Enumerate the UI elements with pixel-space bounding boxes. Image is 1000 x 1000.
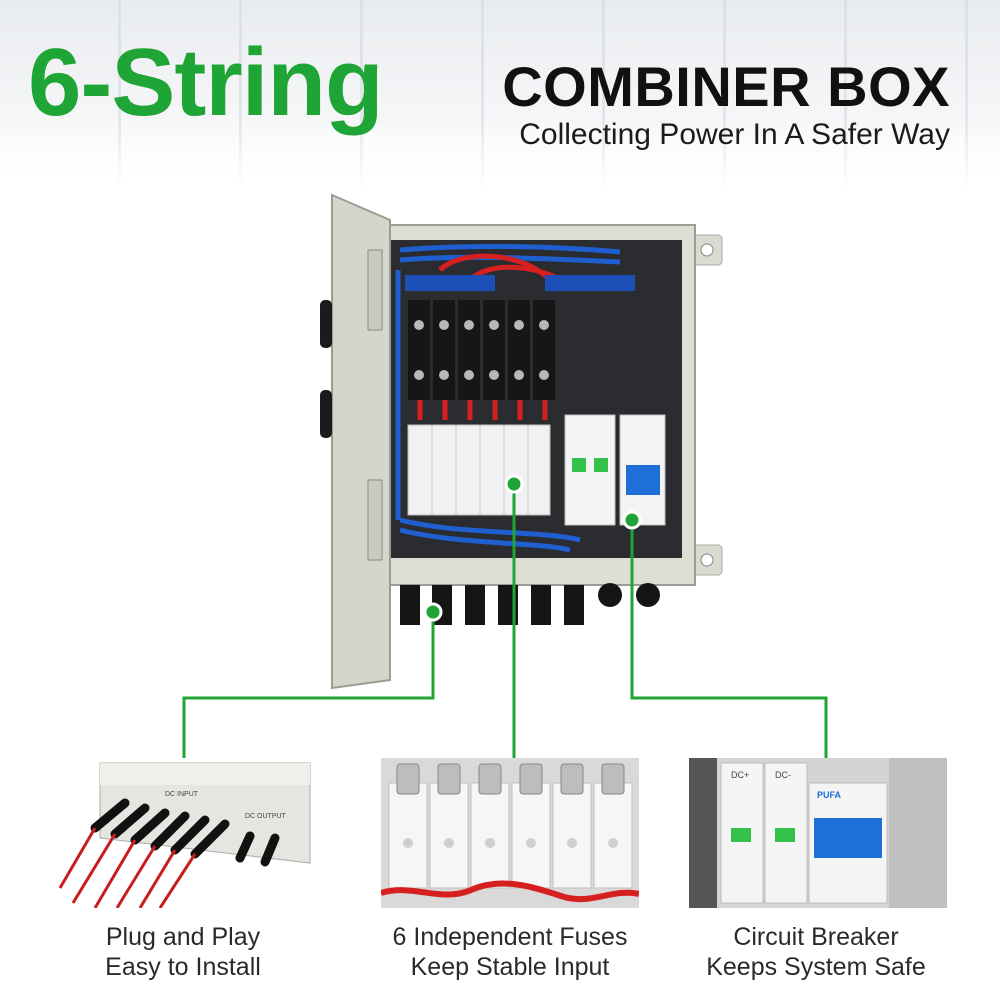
- breaker-brand-label: PUFA: [817, 790, 842, 800]
- combiner-box-photo: [320, 193, 723, 690]
- caption-line: 6 Independent Fuses: [392, 923, 628, 951]
- mounting-tab: [687, 234, 723, 266]
- door-lock: [320, 390, 332, 438]
- dc-minus-label: DC-: [775, 770, 791, 780]
- circuit-breaker: [619, 414, 666, 526]
- solar-panel-banner-background: [0, 0, 1000, 190]
- breaker-illustration: DC+ DC- PUFA: [689, 758, 947, 908]
- feature-image-plug-and-play: DC INPUT DC OUTPUT: [55, 758, 313, 908]
- plug-connectors-illustration: DC INPUT DC OUTPUT: [58, 762, 311, 908]
- fuses-illustration: [381, 758, 639, 908]
- dc-output-label: DC OUTPUT: [245, 813, 287, 820]
- feature-image-fuses: [381, 758, 639, 908]
- surge-protector: [564, 414, 616, 526]
- terminal-bar: [545, 275, 635, 291]
- door-lock: [320, 300, 332, 348]
- feature-caption-plug-and-play: Plug and Play Easy to Install: [23, 922, 343, 982]
- cable-glands: [400, 583, 660, 625]
- dc-plus-label: DC+: [731, 770, 749, 780]
- hinge: [367, 479, 383, 561]
- tagline: Collecting Power In A Safer Way: [519, 118, 950, 151]
- caption-line: Easy to Install: [105, 953, 261, 981]
- caption-line: Keep Stable Input: [410, 953, 610, 981]
- caption-line: Keeps System Safe: [706, 953, 926, 981]
- fuse-holders: [408, 300, 555, 400]
- hinge: [367, 249, 383, 331]
- terminal-bar: [405, 275, 495, 291]
- feature-image-circuit-breaker: DC+ DC- PUFA: [689, 758, 947, 908]
- feature-caption-fuses: 6 Independent Fuses Keep Stable Input: [350, 922, 670, 982]
- caption-line: Plug and Play: [105, 923, 261, 951]
- dc-input-label: DC INPUT: [165, 791, 199, 798]
- feature-caption-circuit-breaker: Circuit Breaker Keeps System Safe: [656, 922, 976, 982]
- product-title: COMBINER BOX: [502, 55, 950, 118]
- fuse-bases: [407, 424, 551, 516]
- headline: 6-String: [28, 29, 384, 136]
- caption-line: Circuit Breaker: [733, 923, 899, 951]
